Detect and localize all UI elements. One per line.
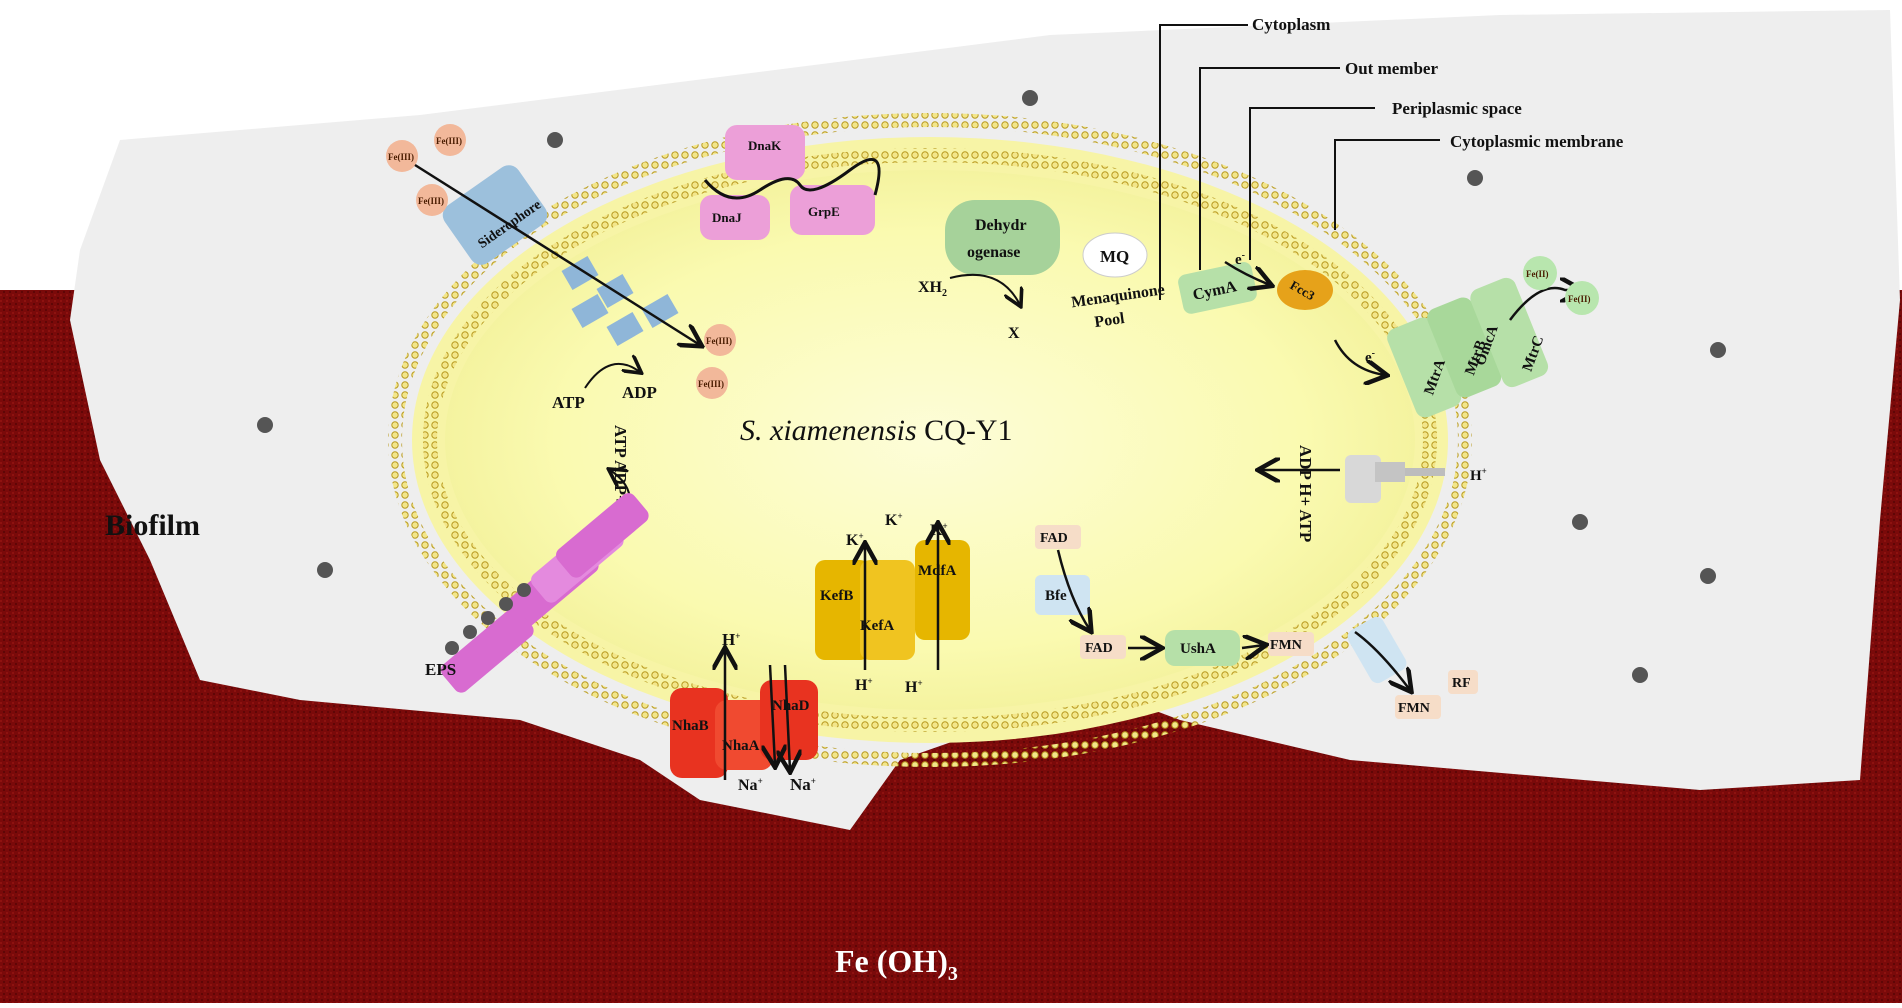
svg-text:NhaA: NhaA (722, 738, 760, 754)
svg-text:MQ: MQ (1100, 247, 1129, 266)
x-label: X (1008, 325, 1020, 342)
h-label-2: H+ (905, 678, 923, 696)
electron-transfer-arrow-1 (1224, 260, 1270, 285)
svg-text:DnaK: DnaK (748, 138, 782, 153)
callout-cytoplasm: Cytoplasm (1252, 15, 1330, 34)
svg-text:Fe(III): Fe(III) (418, 196, 444, 206)
fmn-export-arrow (1354, 630, 1410, 690)
svg-text:H+: H+ (1470, 466, 1487, 484)
svg-text:Fe(III): Fe(III) (698, 379, 724, 389)
svg-text:Fe(III): Fe(III) (706, 336, 732, 346)
fe-ii-release-arrow (1509, 288, 1580, 321)
fe-ii-ions: Fe(II) Fe(II) (1523, 256, 1599, 315)
cytoplasmic-membrane (423, 148, 1437, 732)
xh2-oxidation-arrow (949, 273, 1020, 305)
k-label-2: K+ (885, 511, 903, 529)
atp-label: ATP (552, 393, 585, 412)
eps-particles (445, 583, 531, 655)
fe-iii-import-arrow (414, 163, 700, 345)
nha-antiporters: NhaB NhaA NhaD (670, 680, 818, 778)
svg-text:KefB: KefB (820, 588, 853, 604)
svg-text:NhaD: NhaD (772, 698, 810, 714)
atp-synthase: H+ (1345, 455, 1487, 503)
organism-label: S. xiamenensis CQ-Y1 (740, 414, 1012, 447)
substrate-label: Fe (OH)3 (835, 943, 958, 985)
fad-transport-arrow (1056, 549, 1090, 630)
kef-mdfa-transporters: KefB KefA MdfA (815, 540, 970, 660)
svg-text:KefA: KefA (860, 618, 894, 634)
callout-out-member: Out member (1345, 59, 1438, 78)
cytoplasm (445, 170, 1415, 710)
eps-label: EPS (425, 660, 456, 679)
cyma-protein: CymA (1178, 262, 1257, 314)
h-label-1: H+ (855, 676, 873, 694)
svg-text:NhaB: NhaB (672, 718, 709, 734)
svg-text:DnaJ: DnaJ (712, 210, 742, 225)
chaperone-complex: DnaK DnaJ GrpE (700, 125, 881, 240)
svg-text:Fe(III): Fe(III) (436, 136, 462, 146)
svg-text:Bfe: Bfe (1045, 588, 1067, 604)
k-label-3: K+ (930, 521, 948, 539)
eps-transporter (441, 493, 649, 693)
svg-text:ogenase: ogenase (967, 244, 1020, 261)
adp-label: ADP (622, 383, 657, 402)
na-label-2: Na+ (790, 775, 816, 794)
na-export-arrow-2 (785, 664, 790, 770)
svg-text:Fe(II): Fe(II) (1526, 269, 1549, 279)
h-label-nha: H+ (722, 630, 740, 649)
outer-membrane (388, 113, 1472, 767)
mtr-complex: MtrA MtrB OmcA MtrC (1387, 277, 1549, 418)
usha-to-fmn-arrow (1241, 645, 1264, 648)
callout-periplasmic-space: Periplasmic space (1392, 99, 1522, 118)
svg-text:Fe(II): Fe(II) (1568, 294, 1591, 304)
nanoparticles (257, 90, 1726, 683)
callout-lines (1159, 24, 1440, 300)
svg-text:Dehydr: Dehydr (975, 217, 1027, 234)
fe-iii-ions: Fe(III) Fe(III) Fe(III) Fe(III) Fe(III) (386, 124, 736, 399)
svg-text:FMN: FMN (1398, 701, 1430, 716)
electron-2: e- (1365, 348, 1375, 366)
electron-transfer-arrow-2 (1333, 339, 1385, 375)
atp-adp-arrow (584, 364, 640, 389)
atp-synthase-text: ADP H+ ATP (1296, 445, 1315, 542)
na-export-arrow-1 (770, 664, 775, 765)
fcc3-protein: Fcc3 (1277, 270, 1333, 310)
svg-text:FMN: FMN (1270, 638, 1302, 653)
biofilm-label: Biofilm (105, 509, 200, 542)
k-label-1: K+ (846, 531, 864, 549)
svg-text:Pool: Pool (1093, 310, 1126, 331)
callout-cytoplasmic-membrane: Cytoplasmic membrane (1450, 132, 1624, 151)
svg-text:Fe(III): Fe(III) (388, 152, 414, 162)
xh2-label: XH2 (918, 279, 947, 299)
na-label-1: Na+ (738, 776, 763, 794)
svg-text:UshA: UshA (1180, 641, 1216, 657)
svg-text:RF: RF (1452, 676, 1471, 691)
svg-text:FAD: FAD (1040, 531, 1068, 546)
dehydrogenase-enzyme: Dehydr ogenase (945, 200, 1060, 275)
svg-text:FAD: FAD (1085, 641, 1113, 656)
electron-1: e- (1235, 250, 1245, 268)
svg-text:GrpE: GrpE (808, 204, 840, 219)
